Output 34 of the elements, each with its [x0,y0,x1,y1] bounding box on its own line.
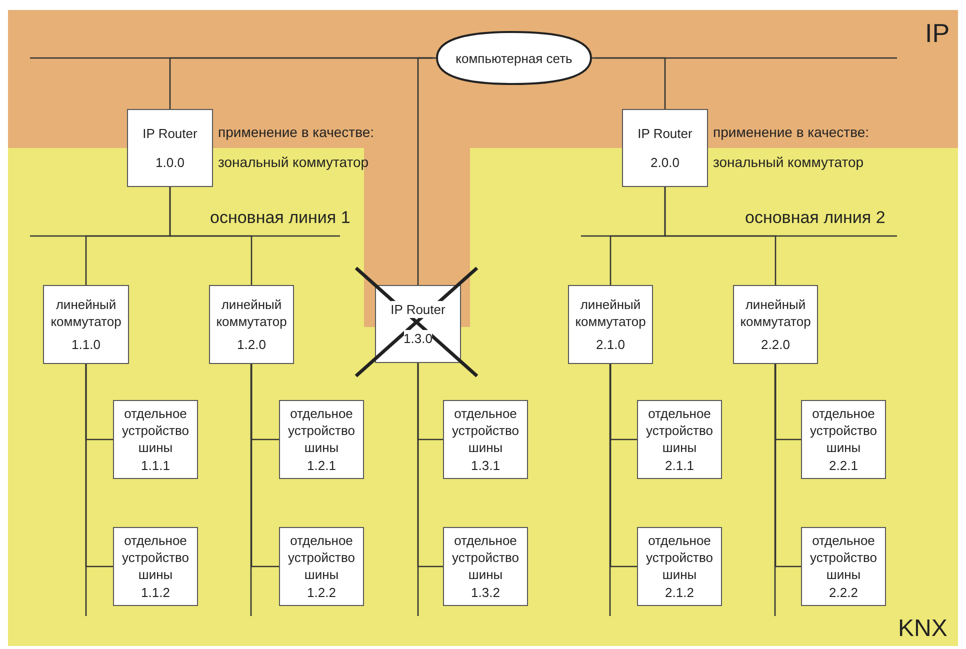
annotation-text: применение в качестве: зональный коммутатор [713,123,870,172]
device-box [637,527,722,606]
zone-label: основная линия 2 [745,208,886,228]
connector-line [169,187,252,285]
zone-label: IP [925,18,950,49]
device-box [568,285,653,364]
device-box [443,527,528,606]
zone-label: KNX [898,615,948,643]
device-box [801,527,886,606]
zone-label: основная линия 1 [210,208,350,228]
device-box [113,527,198,606]
device-box [209,285,294,364]
device-box [279,400,364,479]
annotation-text: применение в качестве: зональный коммутатор [218,123,376,172]
device-box [801,400,886,479]
device-box [622,109,708,187]
connector-line [417,57,433,285]
device-box [375,285,461,363]
device-box [43,285,129,364]
device-box [637,400,722,479]
connector-line [774,364,801,568]
connector-line [595,57,666,109]
connector-line [664,187,776,285]
device-box [113,400,198,479]
device-box [443,400,528,479]
device-box [127,109,213,187]
connector-line [85,364,113,568]
device-box [733,285,818,364]
device-box [279,527,364,606]
connector-line [610,364,637,568]
node-text: IP Router [390,301,446,318]
connector-line [417,363,443,568]
node-text: компьютерная сеть [456,50,572,66]
connector-line [250,364,279,568]
